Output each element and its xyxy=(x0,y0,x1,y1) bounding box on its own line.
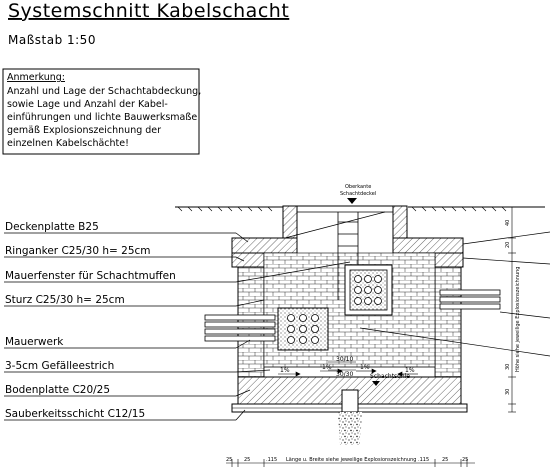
slope-label: 1% xyxy=(360,364,370,371)
dimension-label: 30 xyxy=(505,389,511,395)
top-level-label: Schachtdeckel xyxy=(340,191,376,197)
slope-label: 1% xyxy=(322,364,332,371)
slope-label: 1% xyxy=(405,367,415,374)
label-deckenplatte: Deckenplatte B25 xyxy=(5,221,99,233)
label-sturz: Sturz C25/30 h= 25cm xyxy=(5,294,125,306)
dimension-label: .115 xyxy=(418,457,429,463)
dimension-label: 25 xyxy=(226,457,232,463)
width-note: Länge u. Breite siehe jeweilige Explosio… xyxy=(286,457,416,463)
note-line: Anzahl und Lage der Schachtabdeckung, xyxy=(7,86,201,97)
dimension-label: 20 xyxy=(505,242,511,248)
shaft-floor-label: Schachtsohle xyxy=(370,373,410,380)
cover-slab xyxy=(231,237,464,268)
level-marker xyxy=(347,198,357,204)
shaft-neck xyxy=(282,205,408,239)
left-conduits xyxy=(204,314,276,342)
right-dimension-chain xyxy=(508,206,516,413)
note-box: Anmerkung: Anzahl und Lage der Schachtab… xyxy=(2,68,201,155)
dimension-label: 40 xyxy=(505,220,511,226)
dimension-label: 25 xyxy=(244,457,250,463)
note-line: einführungen und lichte Bauwerksmaße xyxy=(7,112,197,123)
dimension-label: 25 xyxy=(462,457,468,463)
sump-dimensions xyxy=(328,361,356,371)
leader-lines xyxy=(4,211,550,421)
label-mauerwerk: Mauerwerk xyxy=(5,336,64,348)
slope-label: 1% xyxy=(280,367,290,374)
drawing-title: Systemschnitt Kabelschacht xyxy=(8,0,289,22)
dimension-label: 30/30 xyxy=(336,371,353,378)
height-note-vertical: Höhe siehe jeweilige Explosionszeichnung xyxy=(515,267,521,372)
dimension-label: 30 xyxy=(505,364,511,370)
rear-duct-window xyxy=(344,264,393,316)
sump-drain xyxy=(338,389,362,445)
note-line: sowie Lage und Anzahl der Kabel- xyxy=(7,99,168,110)
top-level-label: Oberkante xyxy=(345,184,371,190)
note-line: einzelnen Kabelschächte! xyxy=(7,138,129,149)
bottom-dimension-chain xyxy=(226,459,475,467)
label-ringanker: Ringanker C25/30 h= 25cm xyxy=(5,245,151,257)
note-heading: Anmerkung: xyxy=(7,72,65,83)
label-bodenplatte: Bodenplatte C20/25 xyxy=(5,384,110,396)
label-sauberkeit: Sauberkeitsschicht C12/15 xyxy=(5,408,145,420)
dimension-label: 25 xyxy=(442,457,448,463)
level-marker xyxy=(372,381,380,386)
label-gefaelle: 3-5cm Gefälleestrich xyxy=(5,360,114,372)
note-line: gemäß Explosionszeichnung der xyxy=(7,125,161,136)
right-conduits xyxy=(439,289,501,310)
slope-arrows xyxy=(278,368,418,377)
front-duct-window xyxy=(277,307,329,351)
ground-line xyxy=(175,206,545,212)
label-mauerfenster: Mauerfenster für Schachtmuffen xyxy=(5,270,176,282)
dimension-label: .115 xyxy=(266,457,277,463)
dimension-label: 30/10 xyxy=(336,356,353,363)
scale-label: Maßstab 1:50 xyxy=(8,33,96,47)
